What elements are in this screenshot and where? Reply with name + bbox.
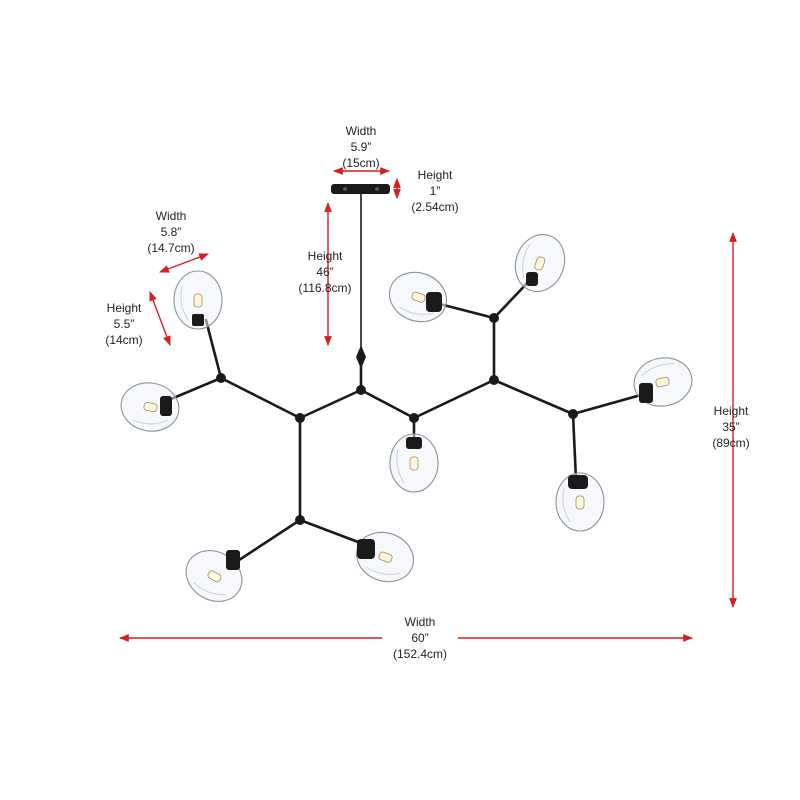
shade-height-label: Height	[107, 301, 142, 315]
dimension-labels: Width 5.9” (15cm) Height 1” (2.54cm) Hei…	[105, 124, 749, 661]
fixture-height-metric: (89cm)	[712, 436, 749, 450]
canopy-screw-left	[343, 187, 347, 191]
glass-shade-2	[116, 377, 184, 437]
glass-shade-1	[173, 270, 223, 330]
glass-shade-8	[176, 540, 252, 612]
frame-joints	[216, 313, 578, 525]
shade-width-label: Width	[156, 209, 187, 223]
glass-shade-7	[555, 472, 605, 532]
shade-height-imperial: 5.5”	[114, 317, 135, 331]
rod-height-imperial: 46”	[316, 265, 333, 279]
rod-height-label: Height	[308, 249, 343, 263]
glass-shade-5	[629, 352, 697, 412]
canopy-width-label: Width	[346, 124, 377, 138]
chandelier-fixture	[116, 184, 697, 612]
canopy-height-metric: (2.54cm)	[411, 200, 458, 214]
dimension-lines	[119, 167, 737, 642]
canopy-screw-right	[375, 187, 379, 191]
shade-width-metric: (14.7cm)	[147, 241, 194, 255]
canopy-width-metric: (15cm)	[342, 156, 379, 170]
shade-width-arrow	[159, 253, 209, 273]
glass-shade-9	[348, 523, 422, 591]
glass-shade-4	[506, 226, 574, 300]
canopy-height-label: Height	[418, 168, 453, 182]
shade-height-arrow	[149, 291, 171, 346]
glass-shade-3	[381, 263, 455, 331]
shade-height-metric: (14cm)	[105, 333, 142, 347]
fixture-width-imperial: 60”	[411, 631, 428, 645]
fixture-width-metric: (152.4cm)	[393, 647, 447, 661]
canopy-width-imperial: 5.9”	[351, 140, 372, 154]
shade-width-imperial: 5.8”	[161, 225, 182, 239]
canopy-height-imperial: 1”	[430, 184, 441, 198]
ceiling-canopy	[331, 184, 390, 194]
glass-shade-6	[389, 433, 439, 493]
rod-height-metric: (116.8cm)	[298, 281, 351, 295]
fixture-height-label: Height	[714, 404, 749, 418]
fixture-height-imperial: 35”	[722, 420, 739, 434]
fixture-width-label: Width	[405, 615, 436, 629]
